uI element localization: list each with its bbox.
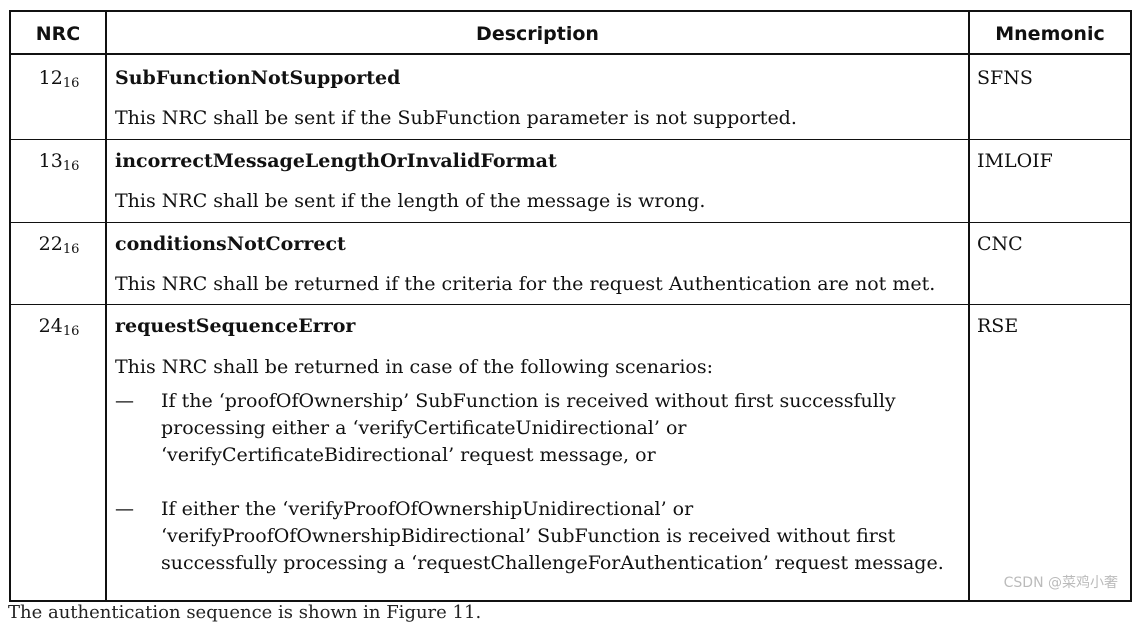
row-mnemonic: SFNS xyxy=(977,67,1033,89)
row-nrc: 2416 xyxy=(38,315,80,339)
row-description: This NRC shall be sent if the length of … xyxy=(115,190,706,212)
row-name: conditionsNotCorrect xyxy=(115,233,346,255)
list-item-line: ‘verifyCertificateBidirectional’ request… xyxy=(161,444,656,466)
list-item: — If either the ‘verifyProofOfOwnershipU… xyxy=(115,496,965,577)
footer-text: The authentication sequence is shown in … xyxy=(8,602,482,623)
scenario-list: — If either the ‘verifyProofOfOwnershipU… xyxy=(115,496,965,577)
scenario-list: — If the ‘proofOfOwnership’ SubFunction … xyxy=(115,388,965,469)
row-divider xyxy=(11,304,1130,305)
watermark: CSDN @菜鸡小奢 xyxy=(1003,575,1118,591)
dash-bullet: — xyxy=(115,390,134,412)
row-nrc: 2216 xyxy=(38,233,80,257)
row-divider xyxy=(11,222,1130,223)
list-item-line: If either the ‘verifyProofOfOwnershipUni… xyxy=(161,498,694,520)
row-divider xyxy=(11,139,1130,140)
nrc-table: NRC Description Mnemonic 1216 SubFunctio… xyxy=(9,10,1132,602)
header-mnemonic: Mnemonic xyxy=(995,23,1105,45)
row-description: This NRC shall be returned if the criter… xyxy=(115,273,936,295)
list-item-line: processing either a ‘verifyCertificateUn… xyxy=(161,417,687,439)
row-mnemonic: CNC xyxy=(977,233,1023,255)
row-name: SubFunctionNotSupported xyxy=(115,67,401,89)
row-name: incorrectMessageLengthOrInvalidFormat xyxy=(115,150,557,172)
row-mnemonic: RSE xyxy=(977,315,1019,337)
row-description: This NRC shall be sent if the SubFunctio… xyxy=(115,107,797,129)
header-description: Description xyxy=(476,23,599,45)
list-item: — If the ‘proofOfOwnership’ SubFunction … xyxy=(115,388,965,469)
row-nrc: 1216 xyxy=(38,67,80,91)
column-divider xyxy=(968,12,970,600)
header-divider xyxy=(11,53,1130,55)
list-item-line: ‘verifyProofOfOwnershipBidirectional’ Su… xyxy=(161,525,896,547)
row-nrc: 1316 xyxy=(38,150,80,174)
column-divider xyxy=(105,12,107,600)
row-description: This NRC shall be returned in case of th… xyxy=(115,356,714,378)
header-nrc: NRC xyxy=(35,23,81,45)
dash-bullet: — xyxy=(115,498,134,520)
list-item-line: If the ‘proofOfOwnership’ SubFunction is… xyxy=(161,390,896,412)
list-item-line: successfully processing a ‘requestChalle… xyxy=(161,552,944,574)
row-mnemonic: IMLOIF xyxy=(977,150,1053,172)
row-name: requestSequenceError xyxy=(115,315,356,337)
